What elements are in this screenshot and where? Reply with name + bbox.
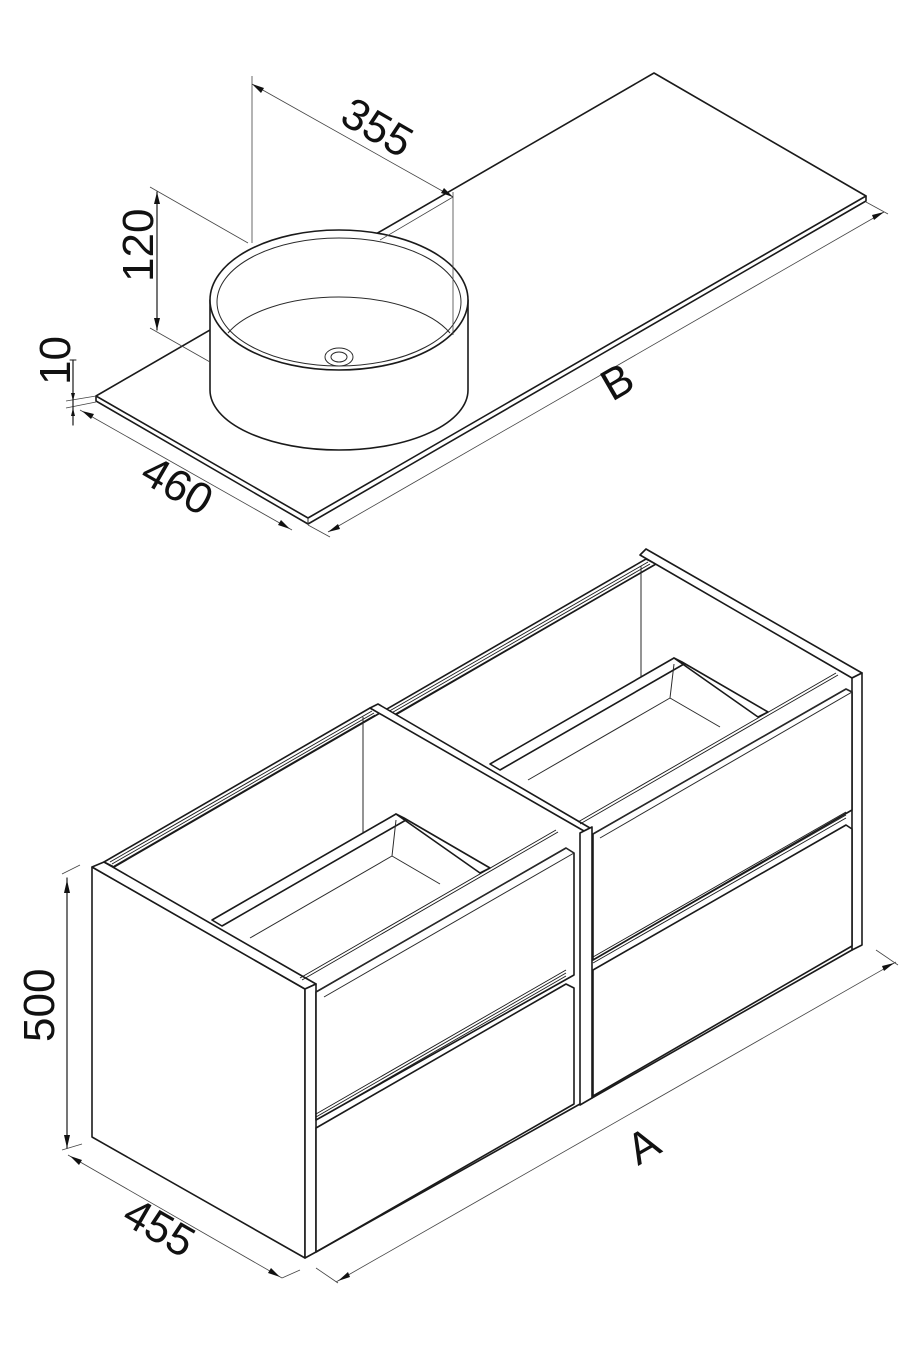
drawer-left-lower-front: [315, 983, 575, 1253]
drawer-right-lower-front: [592, 824, 853, 1097]
drawer-left-lower: [315, 969, 575, 1253]
cabinet-right-side-edge: [851, 672, 863, 951]
drawer-right-upper: [489, 657, 854, 961]
dimension-label-355: 355: [333, 88, 421, 167]
dimension-label-A: A: [619, 1117, 669, 1174]
dimension-label-10: 10: [31, 336, 80, 385]
dimension-cabinet-height: 500: [15, 864, 83, 1151]
drawer-right-lower: [592, 811, 853, 1097]
dimension-top-thickness: 10: [31, 336, 97, 426]
basin: [209, 229, 469, 451]
cabinet-center-divider: [579, 826, 593, 1106]
drain-icon: [324, 347, 354, 367]
countertop-assembly: 355 120 10 460: [31, 72, 889, 538]
cabinet: 500 455 A: [15, 548, 899, 1284]
dimension-label-120: 120: [114, 209, 163, 282]
dimension-basin-height: 120: [114, 186, 249, 363]
dimension-label-500: 500: [15, 969, 64, 1042]
dimension-label-B: B: [593, 354, 643, 411]
dimension-label-455: 455: [115, 1188, 203, 1267]
drawer-left-upper: [211, 813, 575, 1121]
